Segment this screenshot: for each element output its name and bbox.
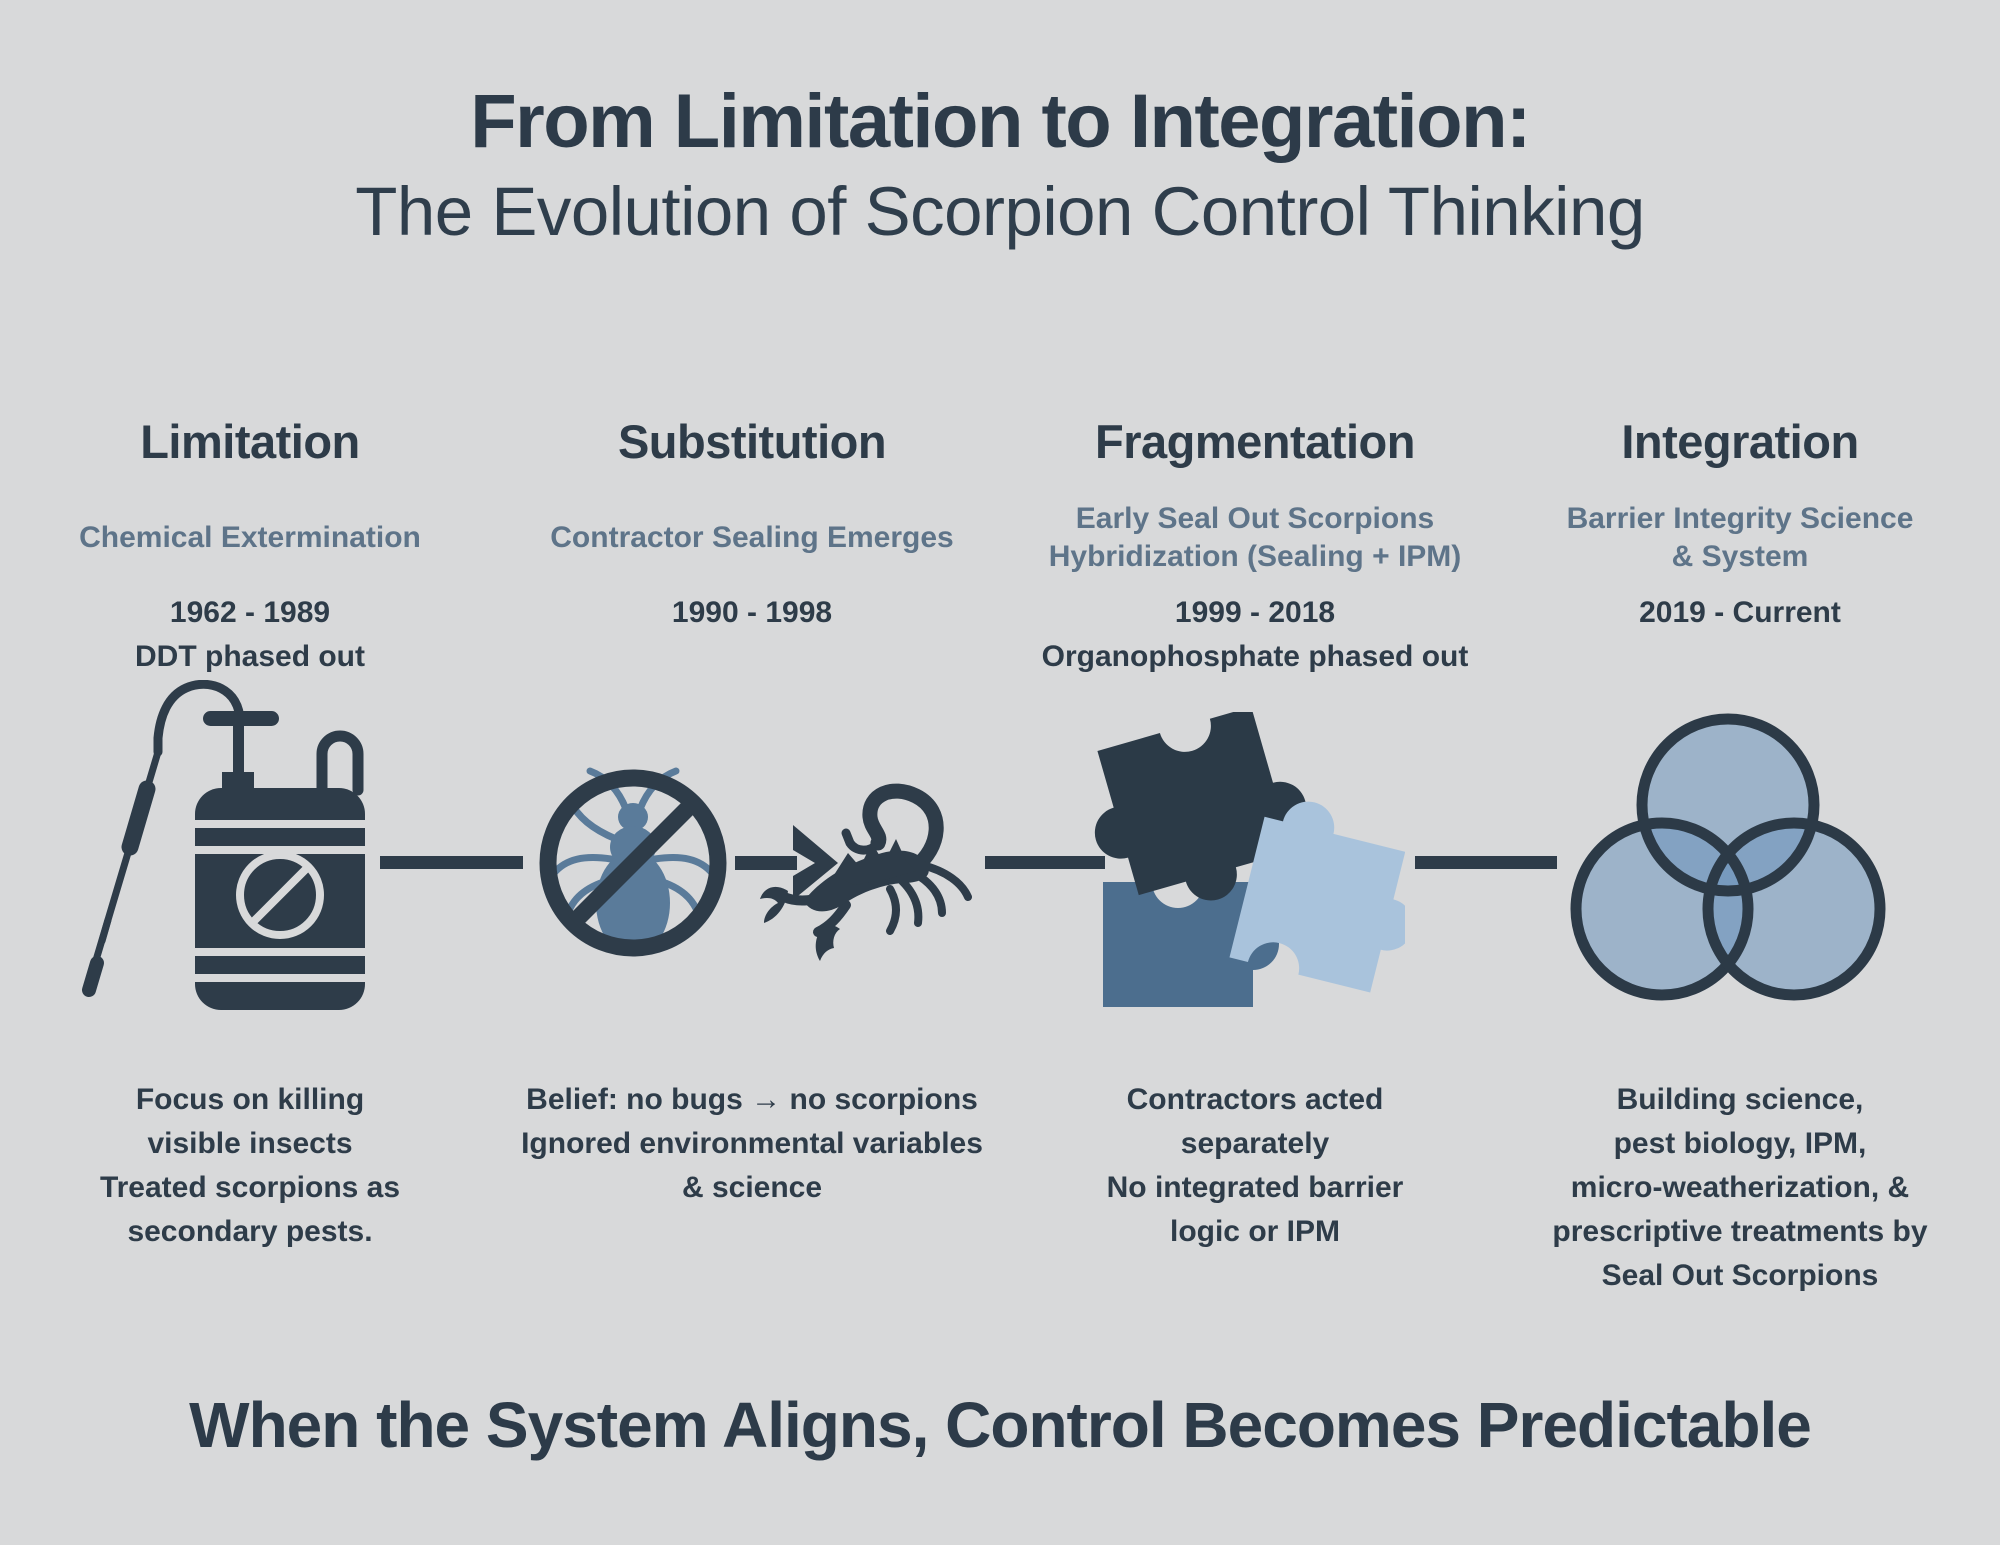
sprayer-hose — [153, 680, 245, 757]
footer-tagline: When the System Aligns, Control Becomes … — [189, 1389, 1812, 1461]
column-fragmentation: Fragmentation Early Seal Out Scorpions H… — [1020, 400, 1490, 1400]
prohibition-circle-icon — [539, 769, 727, 957]
venn-circle-fills — [1576, 719, 1880, 995]
prohibition-symbol-icon — [236, 851, 324, 939]
pump-sprayer-icon — [82, 680, 365, 1010]
column-sublabel: Contractor Sealing Emerges — [550, 521, 954, 554]
sprayer-pipe — [316, 730, 364, 796]
column-description: Focus on killing visible insects Treated… — [99, 1083, 401, 1248]
venn-circle-outlines — [1570, 713, 1886, 1001]
puzzle-piece-dark-icon — [1094, 712, 1307, 901]
page-title: From Limitation to Integration: — [470, 79, 1531, 164]
column-header: Limitation — [140, 415, 360, 468]
column-phase-note: Organophosphate phased out — [1041, 640, 1469, 673]
sprayer-wand-segment — [98, 916, 112, 945]
column-period: 2019 - Current — [1639, 596, 1841, 629]
scorpion-icon — [760, 783, 972, 961]
timeline-connector-line — [380, 856, 523, 869]
page-subtitle: The Evolution of Scorpion Control Thinki… — [355, 173, 1645, 250]
pump-collar — [222, 772, 254, 790]
column-description: Belief: no bugs → no scorpions Ignored e… — [521, 1083, 983, 1204]
column-description: Contractors acted separately No integrat… — [1106, 1083, 1404, 1248]
no-bugs-arrow-scorpion-icon — [539, 767, 972, 961]
arrow-icon — [735, 825, 838, 900]
sprayer-wand-grip — [121, 780, 156, 856]
column-sublabel: Barrier Integrity Science & System — [1566, 502, 1914, 573]
column-substitution: Substitution Contractor Sealing Emerges … — [517, 400, 987, 1400]
column-header: Fragmentation — [1095, 415, 1415, 468]
puzzle-pieces-icon — [1094, 712, 1405, 1007]
column-phase-note: DDT phased out — [135, 640, 365, 673]
sprayer-nozzle — [82, 956, 104, 997]
column-header: Integration — [1621, 415, 1859, 468]
column-period: 1999 - 2018 — [1174, 596, 1336, 629]
column-sublabel: Early Seal Out Scorpions Hybridization (… — [1048, 502, 1462, 573]
pump-handle — [203, 711, 279, 726]
timeline-connector-line — [985, 856, 1105, 869]
column-header: Substitution — [617, 415, 887, 468]
column-description: Building science, pest biology, IPM, mic… — [1552, 1083, 1928, 1292]
puzzle-piece-light-icon — [1229, 801, 1405, 993]
pump-rod — [233, 718, 244, 788]
column-period: 1990 - 1998 — [671, 596, 833, 629]
column-period: 1962 - 1989 — [169, 596, 331, 629]
timeline-connector-line — [1415, 856, 1557, 869]
puzzle-piece-medium-icon — [1103, 882, 1279, 1007]
column-limitation: Limitation Chemical Extermination 1962 -… — [15, 400, 485, 1400]
column-sublabel: Chemical Extermination — [79, 521, 421, 554]
column-integration: Integration Barrier Integrity Science & … — [1505, 400, 1975, 1400]
venn-diagram-icon — [1570, 713, 1886, 1001]
tank-stripes — [195, 820, 365, 982]
